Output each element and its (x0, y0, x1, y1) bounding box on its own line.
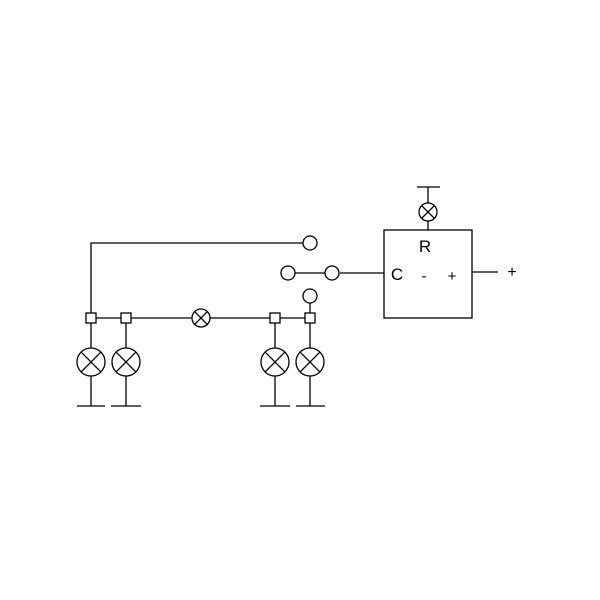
lamp-series-icon (191, 308, 211, 328)
switch-contact-upper (302, 235, 318, 251)
output-label: + (507, 264, 516, 281)
controller-box (383, 229, 473, 319)
lamp-1-icon (76, 347, 106, 377)
junction-1 (85, 312, 97, 324)
box-label-minus: - (422, 268, 427, 285)
lamp-top-icon (418, 202, 438, 222)
switch-contact-lower (302, 288, 318, 304)
lamp-3-icon (260, 347, 290, 377)
switch-contact-common-left (280, 265, 296, 281)
lamp-2-icon (111, 347, 141, 377)
lamp-4-icon (295, 347, 325, 377)
junction-3 (269, 312, 281, 324)
junction-4 (304, 312, 316, 324)
box-label-r: R (419, 237, 431, 256)
wire-top-loop (90, 242, 303, 313)
box-label-c: C (391, 265, 403, 284)
junction-2 (120, 312, 132, 324)
switch-contact-common-right (324, 265, 340, 281)
box-label-plus: + (448, 268, 457, 285)
